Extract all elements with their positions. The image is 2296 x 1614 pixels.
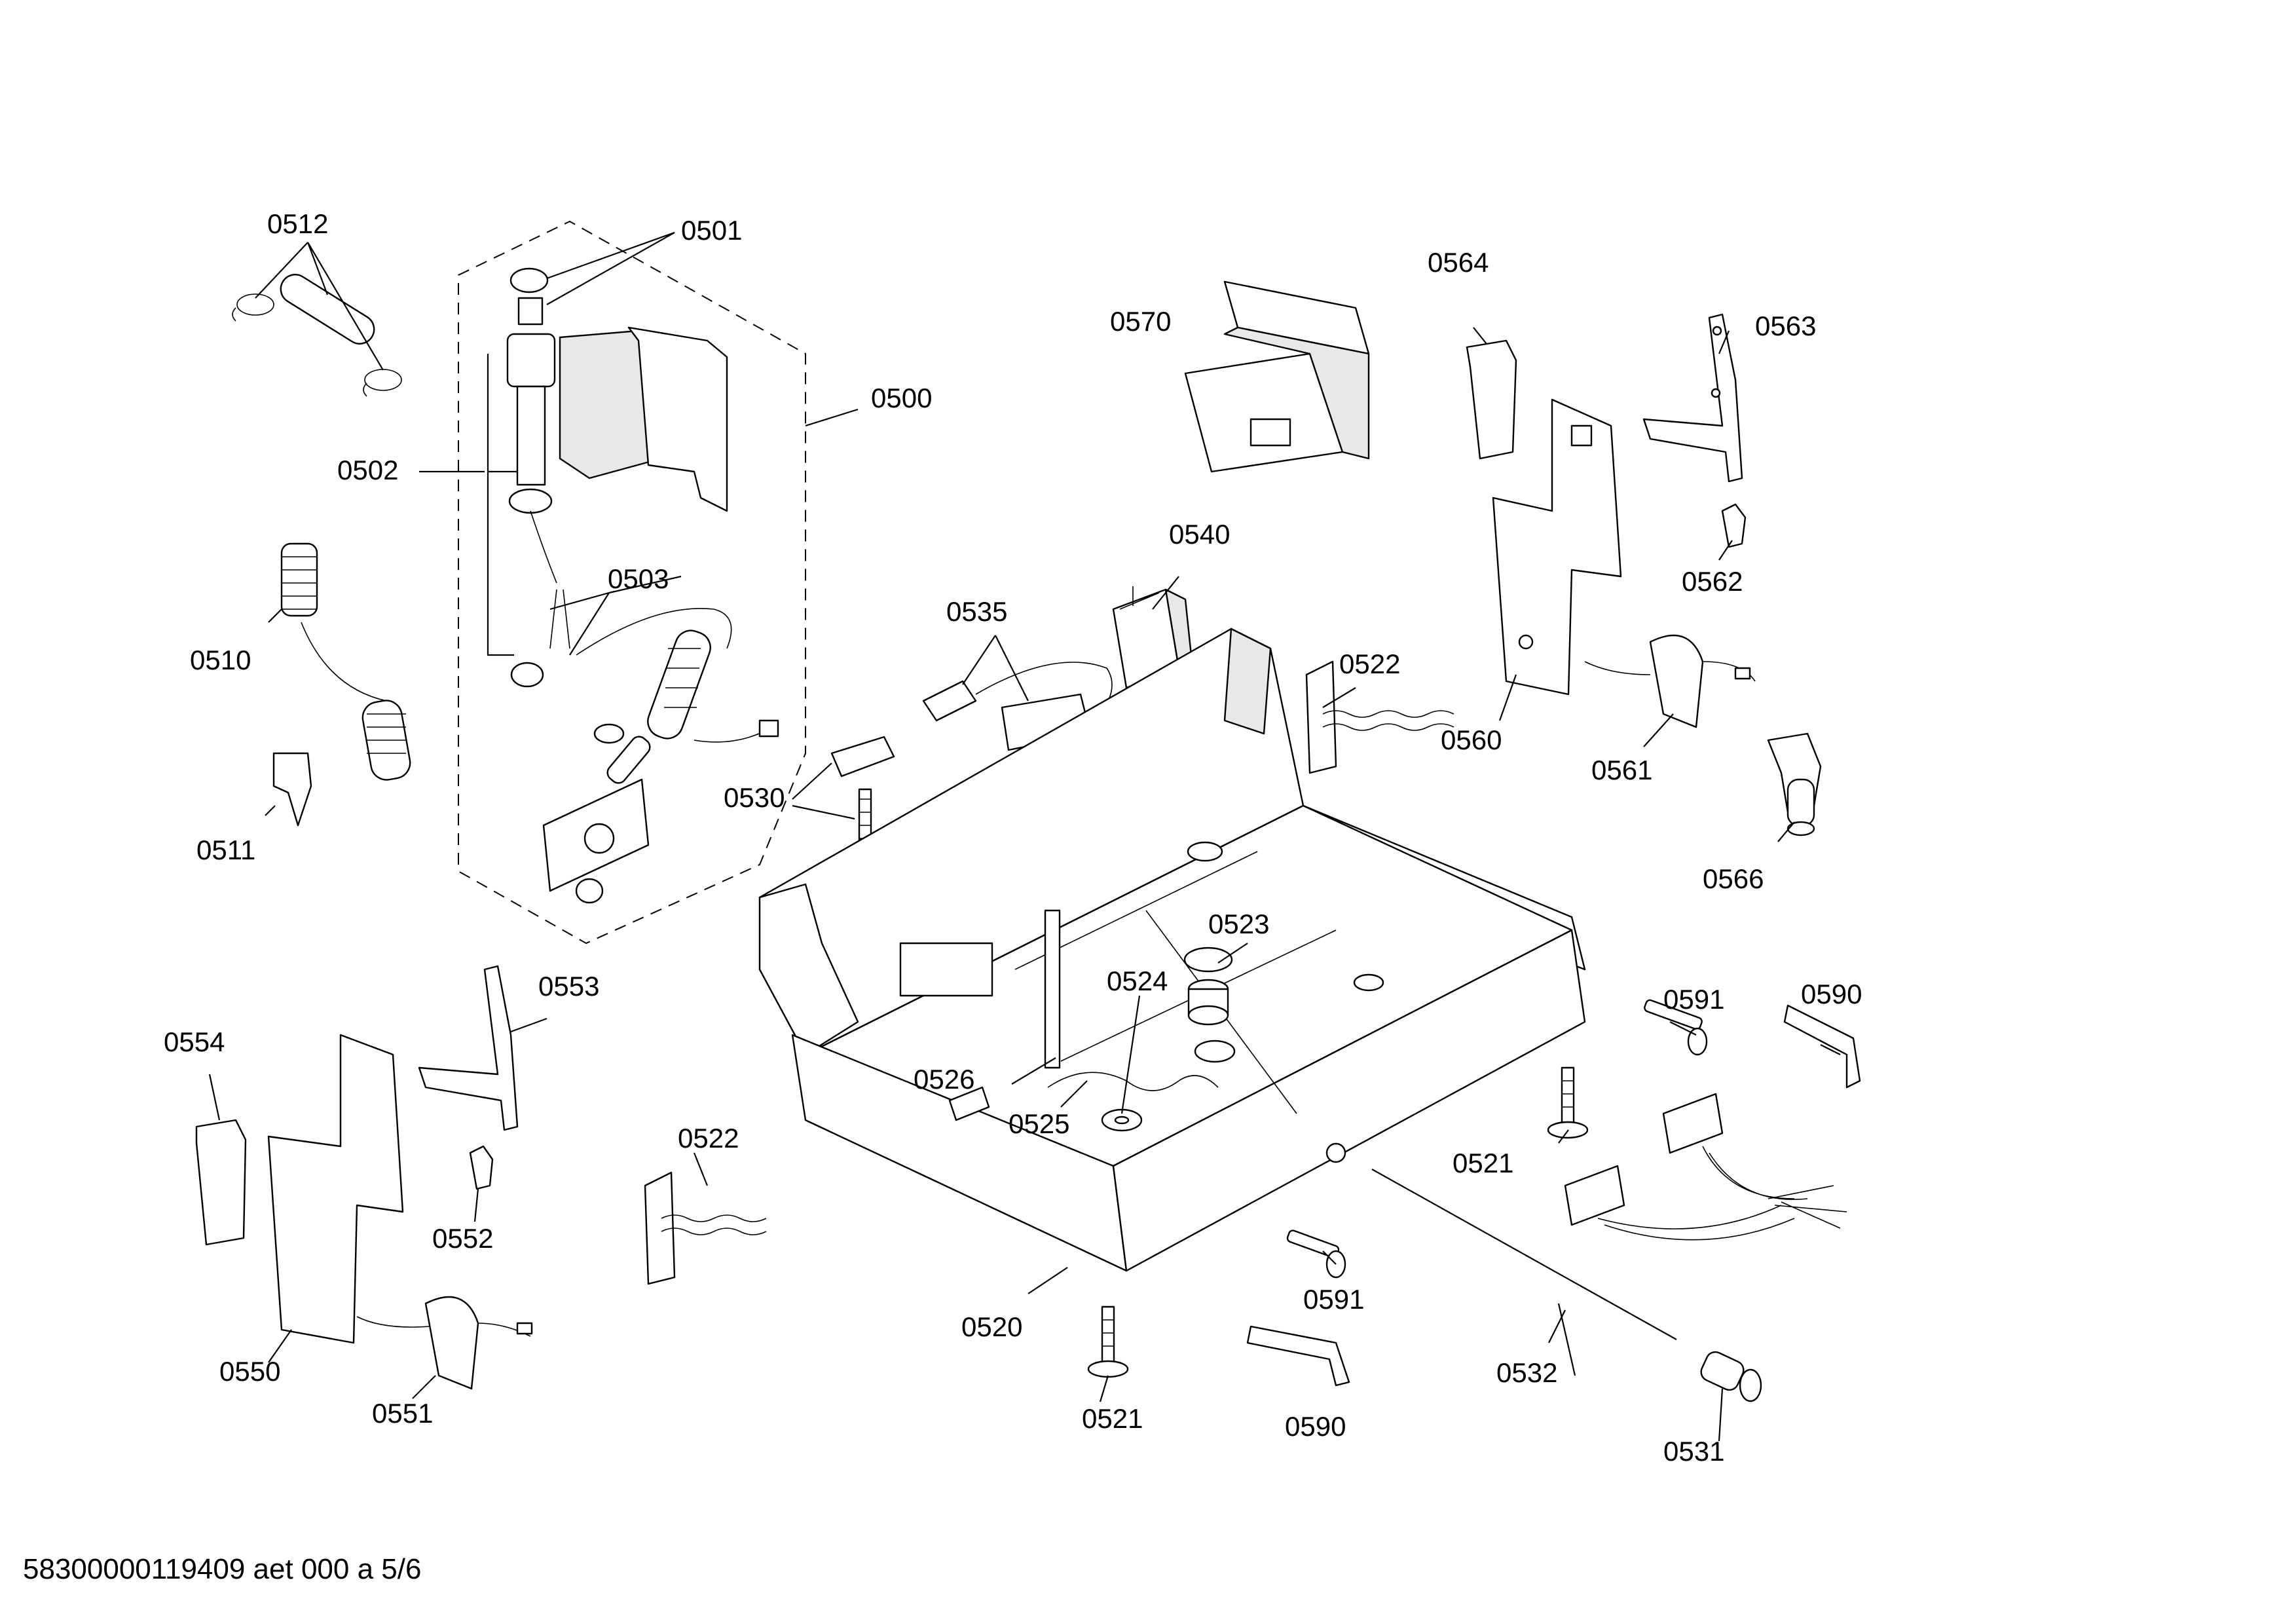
callout-0525: 0525 bbox=[1009, 1108, 1069, 1139]
part-0552-clip bbox=[469, 1145, 494, 1190]
callout-0561: 0561 bbox=[1591, 755, 1652, 785]
callout-0553: 0553 bbox=[538, 971, 599, 1002]
part-0551-sensor bbox=[356, 1296, 533, 1390]
part-0522-spring-lower bbox=[644, 1171, 767, 1285]
document-code: 58300000119409 aet 000 a 5/6 bbox=[23, 1553, 421, 1585]
part-0524-0525-0526-floor-parts bbox=[948, 1072, 1219, 1132]
part-0521-foot-lower bbox=[1087, 1305, 1129, 1378]
part-0553-bracket bbox=[418, 965, 519, 1131]
callout-0523: 0523 bbox=[1208, 909, 1269, 939]
callout-0501: 0501 bbox=[681, 215, 742, 246]
part-0591-bolt-upper bbox=[1644, 999, 1708, 1056]
assembly-0500-boundary bbox=[458, 220, 806, 945]
callout-0591-upper: 0591 bbox=[1663, 984, 1724, 1015]
part-0561-sensor bbox=[1584, 634, 1756, 728]
callout-0526: 0526 bbox=[914, 1064, 974, 1095]
callout-0550: 0550 bbox=[219, 1356, 280, 1387]
callout-0503: 0503 bbox=[608, 563, 669, 594]
callout-0522-upper: 0522 bbox=[1339, 648, 1400, 679]
part-0562-clip bbox=[1721, 503, 1747, 548]
callout-0551: 0551 bbox=[372, 1398, 433, 1429]
part-0560-bracket bbox=[1492, 398, 1622, 696]
callout-0562: 0562 bbox=[1682, 566, 1743, 597]
part-0590-rail-upper bbox=[1783, 1004, 1861, 1089]
callout-0522-lower: 0522 bbox=[678, 1123, 739, 1154]
callout-0521-lower: 0521 bbox=[1082, 1403, 1143, 1434]
part-0531-knob bbox=[1700, 1351, 1762, 1402]
part-0570-control-module bbox=[1184, 280, 1370, 473]
callout-0511: 0511 bbox=[196, 835, 255, 865]
callout-0590-upper: 0590 bbox=[1801, 979, 1862, 1009]
callout-0500: 0500 bbox=[871, 383, 932, 413]
part-0501-0502-water-valve-assembly bbox=[506, 267, 728, 688]
callout-0530: 0530 bbox=[724, 782, 785, 813]
leader-lines bbox=[208, 231, 1841, 1442]
part-0532-rod bbox=[1371, 1169, 1677, 1340]
callout-0540: 0540 bbox=[1169, 519, 1230, 550]
part-0503-drain-hose bbox=[576, 608, 779, 784]
callout-0560: 0560 bbox=[1441, 724, 1502, 755]
callout-0531: 0531 bbox=[1663, 1436, 1724, 1467]
part-0520-base-tub bbox=[758, 628, 1586, 1272]
callout-0510: 0510 bbox=[190, 645, 251, 675]
part-0512-hose-clamps bbox=[232, 274, 402, 397]
callout-0512: 0512 bbox=[267, 208, 328, 239]
callout-0563: 0563 bbox=[1755, 310, 1816, 341]
part-0566-valve bbox=[1767, 732, 1822, 836]
callout-0502: 0502 bbox=[337, 455, 398, 485]
callout-0532: 0532 bbox=[1496, 1357, 1557, 1388]
callout-0591-lower: 0591 bbox=[1303, 1284, 1364, 1315]
part-0510-hose bbox=[280, 542, 411, 781]
part-0563-bracket bbox=[1642, 313, 1743, 483]
part-0521-foot-upper bbox=[1547, 1066, 1589, 1139]
part-0564-bracket bbox=[1466, 339, 1517, 460]
callout-labels: 0512 0501 0500 0502 0503 0510 0511 0530 … bbox=[164, 208, 1862, 1467]
callout-0535: 0535 bbox=[946, 596, 1007, 627]
part-wiring-harness bbox=[1564, 1093, 1847, 1241]
part-0554-cover bbox=[195, 1119, 247, 1246]
part-0550-bracket bbox=[267, 1034, 404, 1344]
part-0591-bolt-lower bbox=[1286, 1229, 1346, 1279]
part-0523-seal bbox=[1183, 947, 1236, 1063]
callout-0590-lower: 0590 bbox=[1285, 1411, 1346, 1442]
part-0522-spring-upper bbox=[1305, 660, 1454, 774]
part-0511-clip bbox=[272, 752, 312, 827]
callout-0552: 0552 bbox=[432, 1223, 493, 1254]
part-0500-bracket bbox=[542, 778, 650, 904]
callout-0521-upper: 0521 bbox=[1453, 1148, 1513, 1178]
callout-0554: 0554 bbox=[164, 1026, 225, 1057]
callout-0564: 0564 bbox=[1428, 247, 1489, 278]
callout-0520: 0520 bbox=[961, 1311, 1022, 1342]
callout-0570: 0570 bbox=[1110, 306, 1171, 337]
part-0590-rail-lower bbox=[1246, 1325, 1350, 1387]
callout-0524: 0524 bbox=[1107, 966, 1168, 996]
callout-0566: 0566 bbox=[1703, 863, 1764, 894]
